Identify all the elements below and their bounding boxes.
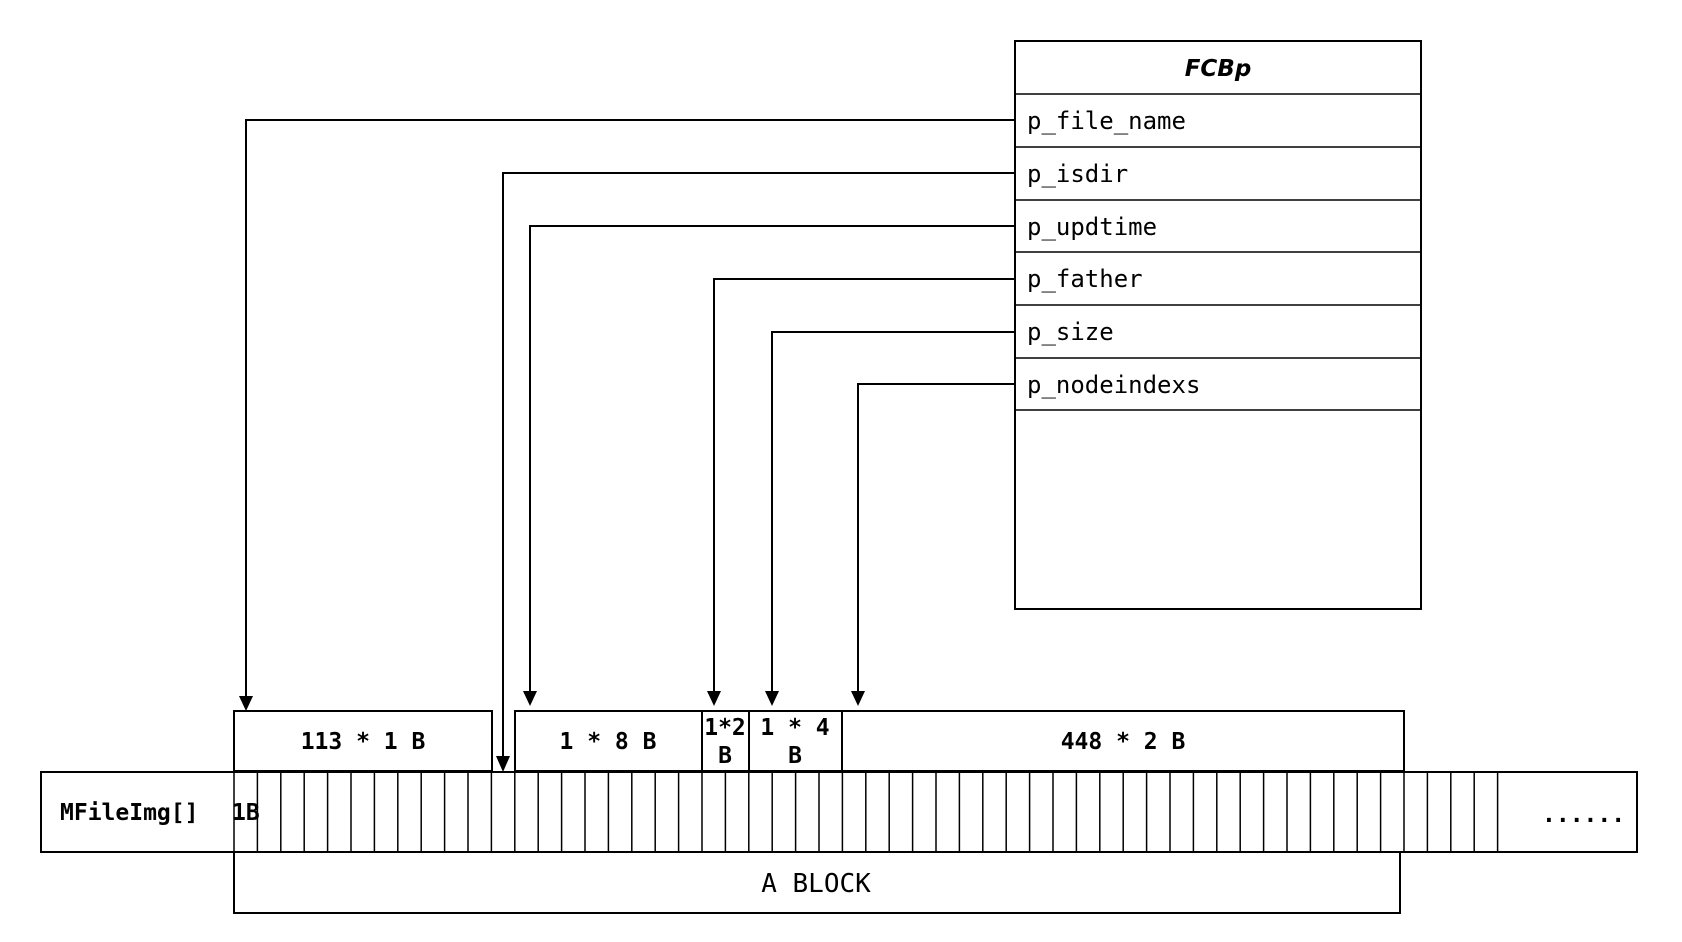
struct-field-size: p_size bbox=[1027, 318, 1114, 346]
segment-label: 448 * 2 B bbox=[1061, 729, 1186, 755]
cell-unit-label: 1B bbox=[232, 800, 260, 826]
struct-field-updtime: p_updtime bbox=[1027, 213, 1157, 241]
segment-file-name: 113 * 1 B bbox=[233, 710, 493, 772]
struct-field-row: p_file_name bbox=[1015, 107, 1421, 148]
arrow-isdir bbox=[496, 172, 1015, 772]
byte-array: MFileImg[] 1B ...... bbox=[40, 771, 1638, 853]
segment-label: 1 * 8 B bbox=[560, 729, 657, 755]
arrow-size bbox=[765, 331, 1015, 706]
arrow-file-name bbox=[239, 119, 1015, 711]
segment-label-line2: B bbox=[788, 743, 802, 769]
struct-field-father: p_father bbox=[1027, 265, 1143, 293]
struct-field-row: p_father bbox=[1015, 265, 1421, 306]
struct-table: FCBp p_file_name p_isdir p_updtime p_fat… bbox=[1014, 40, 1422, 610]
struct-field-nodeindexs: p_nodeindexs bbox=[1027, 371, 1200, 399]
segment-label-line1: 1 * 4 bbox=[760, 715, 829, 741]
struct-field-file-name: p_file_name bbox=[1027, 107, 1186, 135]
block-outline bbox=[233, 852, 1401, 914]
struct-field-row: p_updtime bbox=[1015, 213, 1421, 253]
struct-outline bbox=[1014, 40, 1422, 610]
connectors bbox=[239, 119, 1015, 772]
segment-label-line1: 1*2 bbox=[704, 715, 746, 741]
struct-field-isdir: p_isdir bbox=[1027, 160, 1128, 188]
byte-cells bbox=[233, 772, 1499, 852]
array-name: MFileImg[] bbox=[60, 800, 198, 826]
byte-array-outline bbox=[40, 771, 1638, 853]
array-ellipsis: ...... bbox=[1542, 802, 1625, 828]
struct-field-row: p_nodeindexs bbox=[1015, 371, 1421, 411]
segment-father: 1 * 4 B bbox=[748, 710, 843, 772]
block-bracket: A BLOCK bbox=[233, 852, 1401, 914]
arrow-updtime bbox=[523, 225, 1015, 706]
segment-row: 113 * 1 B 1 * 8 B 1*2 B 1 * 4 B 448 * 2 … bbox=[233, 710, 1405, 772]
segment-label: 113 * 1 B bbox=[301, 729, 426, 755]
segment-isdir: 1 * 8 B bbox=[514, 710, 703, 772]
struct-title: FCBp bbox=[1185, 56, 1252, 82]
segment-updtime: 1*2 B bbox=[701, 710, 750, 772]
struct-field-row: p_size bbox=[1015, 318, 1421, 359]
struct-field-row: p_isdir bbox=[1015, 160, 1421, 201]
arrow-nodeindexs bbox=[851, 383, 1015, 706]
arrow-father bbox=[707, 278, 1015, 706]
segment-label-line2: B bbox=[718, 743, 732, 769]
segment-size: 448 * 2 B bbox=[841, 710, 1405, 772]
block-label: A BLOCK bbox=[761, 869, 871, 899]
